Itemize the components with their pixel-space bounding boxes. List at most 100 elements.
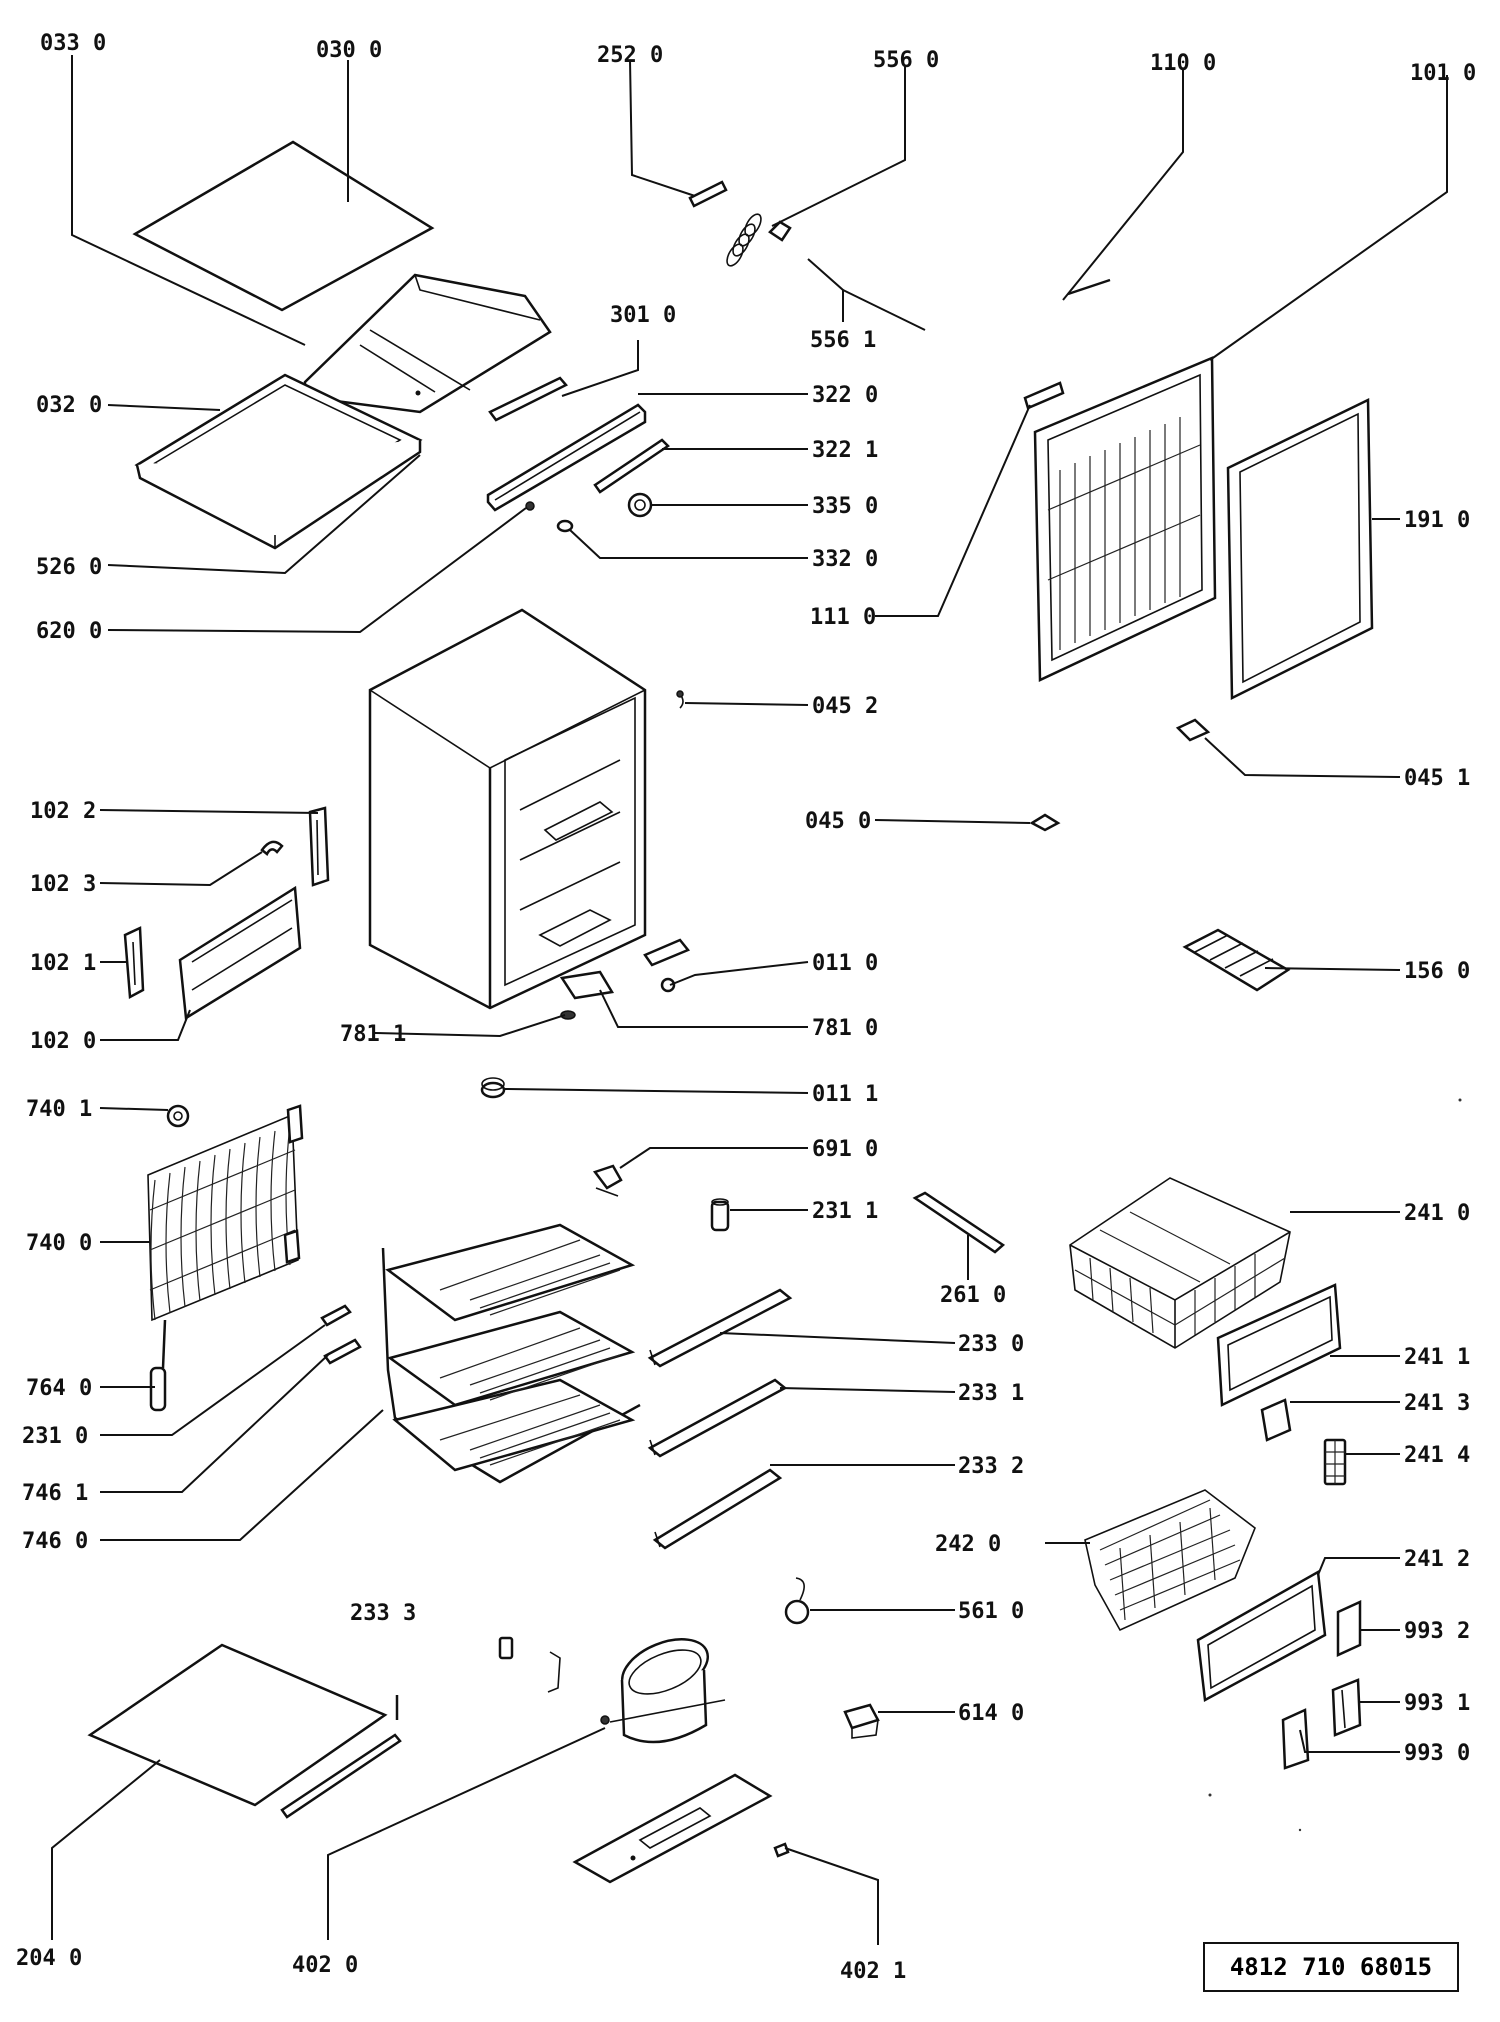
label-2331: 233 1	[958, 1381, 1024, 1406]
label-0320: 032 0	[36, 393, 102, 418]
label-2412: 241 2	[1404, 1547, 1470, 1572]
label-5561: 556 1	[810, 328, 876, 353]
label-6140: 614 0	[958, 1701, 1024, 1726]
label-1100: 110 0	[1150, 51, 1216, 76]
part-7640-filter-dryer	[149, 1366, 167, 1412]
label-3221: 322 1	[812, 438, 878, 463]
label-7400: 740 0	[26, 1231, 92, 1256]
part-0110-hinge	[643, 938, 691, 993]
part-0330-worktop	[303, 273, 552, 414]
part-1020-panel	[178, 885, 302, 1021]
part-6910-clip	[592, 1164, 623, 1197]
part-7810-bracket	[559, 970, 615, 1000]
label-1020: 102 0	[30, 1029, 96, 1054]
label-4020: 402 0	[292, 1953, 358, 1978]
label-2330: 233 0	[958, 1332, 1024, 1357]
part-7811-screw	[560, 1010, 576, 1020]
part-2040-back-sheet	[87, 1643, 388, 1807]
part-2331-rail	[647, 1378, 788, 1458]
part-1022-bracket	[308, 806, 330, 887]
part-compressor-bracket	[498, 1636, 561, 1693]
label-0110: 011 0	[812, 951, 878, 976]
part-9932-clip	[1336, 1600, 1362, 1657]
part-2310-strip	[320, 1304, 352, 1327]
part-1023-hinge	[260, 840, 284, 856]
document-number: 4812 710 68015	[1229, 1953, 1433, 1981]
label-1022: 102 2	[30, 799, 96, 824]
part-6200-screw	[525, 501, 535, 511]
part-0320-shelf-frame	[134, 373, 423, 550]
part-labels: 033 0 030 0 252 0 556 0 110 0 101 0 556 …	[16, 31, 1476, 1984]
part-0450-foot	[1029, 813, 1061, 832]
part-0452-clip	[676, 690, 684, 709]
label-1560: 156 0	[1404, 959, 1470, 984]
label-9932: 993 2	[1404, 1619, 1470, 1644]
leader-lines	[51, 55, 1448, 1945]
label-2333: 233 3	[350, 1601, 416, 1626]
label-7811: 781 1	[340, 1022, 406, 1047]
part-4021-bushing	[773, 1842, 790, 1858]
part-3220-bar	[486, 403, 647, 512]
label-7640: 764 0	[26, 1376, 92, 1401]
label-0111: 011 1	[812, 1082, 878, 1107]
part-7401-grommet	[166, 1104, 190, 1128]
label-2040: 204 0	[16, 1946, 82, 1971]
label-0452: 045 2	[812, 694, 878, 719]
label-7401: 740 1	[26, 1097, 92, 1122]
part-2420-basket	[1084, 1489, 1256, 1632]
part-1021-hinge-pin	[123, 926, 145, 1000]
label-2414: 241 4	[1404, 1443, 1470, 1468]
label-9930: 993 0	[1404, 1741, 1470, 1766]
label-2420: 242 0	[935, 1532, 1001, 1557]
part-6140-clip	[843, 1703, 880, 1739]
part-7461-strip	[323, 1338, 362, 1365]
part-2330-rail	[647, 1288, 793, 1368]
part-2332-rail	[652, 1468, 783, 1550]
label-1110: 111 0	[810, 605, 876, 630]
label-1910: 191 0	[1404, 508, 1470, 533]
label-5260: 526 0	[36, 555, 102, 580]
part-4020-base-plate	[572, 1773, 773, 1884]
label-6200: 620 0	[36, 619, 102, 644]
part-1910-door-gasket	[1226, 398, 1374, 701]
label-0300: 030 0	[316, 38, 382, 63]
document-number-box: 4812 710 68015	[1203, 1942, 1459, 1992]
label-3010: 301 0	[610, 303, 676, 328]
part-1560-ice-tray	[1182, 928, 1291, 992]
label-7810: 781 0	[812, 1016, 878, 1041]
label-0330: 033 0	[40, 31, 106, 56]
part-2333-rod	[280, 1695, 402, 1819]
part-5560-spring	[726, 213, 792, 267]
label-7461: 746 1	[22, 1481, 88, 1506]
label-5610: 561 0	[958, 1599, 1024, 1624]
part-2610-bar	[912, 1191, 1006, 1254]
label-5560: 556 0	[873, 48, 939, 73]
part-2520-latch	[688, 180, 728, 208]
label-0450: 045 0	[805, 809, 871, 834]
label-1010: 101 0	[1410, 61, 1476, 86]
scan-specks	[1208, 1098, 1462, 1832]
part-7400-condenser	[147, 1104, 304, 1369]
part-0300-top-sheet	[132, 140, 435, 312]
label-2410: 241 0	[1404, 1201, 1470, 1226]
label-3320: 332 0	[812, 547, 878, 572]
label-2520: 252 0	[597, 43, 663, 68]
label-3350: 335 0	[812, 494, 878, 519]
part-2311-cylinder	[710, 1198, 730, 1232]
part-9930-clip	[1281, 1708, 1310, 1770]
part-7460-evaporator	[381, 1223, 641, 1484]
part-2414-grid-clip	[1323, 1438, 1347, 1486]
label-7460: 746 0	[22, 1529, 88, 1554]
label-6910: 691 0	[812, 1137, 878, 1162]
label-2311: 231 1	[812, 1199, 878, 1224]
label-2332: 233 2	[958, 1454, 1024, 1479]
part-5610-valve	[784, 1577, 810, 1625]
part-2413-clip	[1260, 1398, 1292, 1442]
part-2412-drawer-front	[1196, 1569, 1327, 1702]
label-2610: 261 0	[940, 1283, 1006, 1308]
part-2410-basket	[1069, 1177, 1291, 1349]
label-1021: 102 1	[30, 951, 96, 976]
label-1023: 102 3	[30, 872, 96, 897]
part-2411-drawer-front	[1216, 1283, 1342, 1407]
